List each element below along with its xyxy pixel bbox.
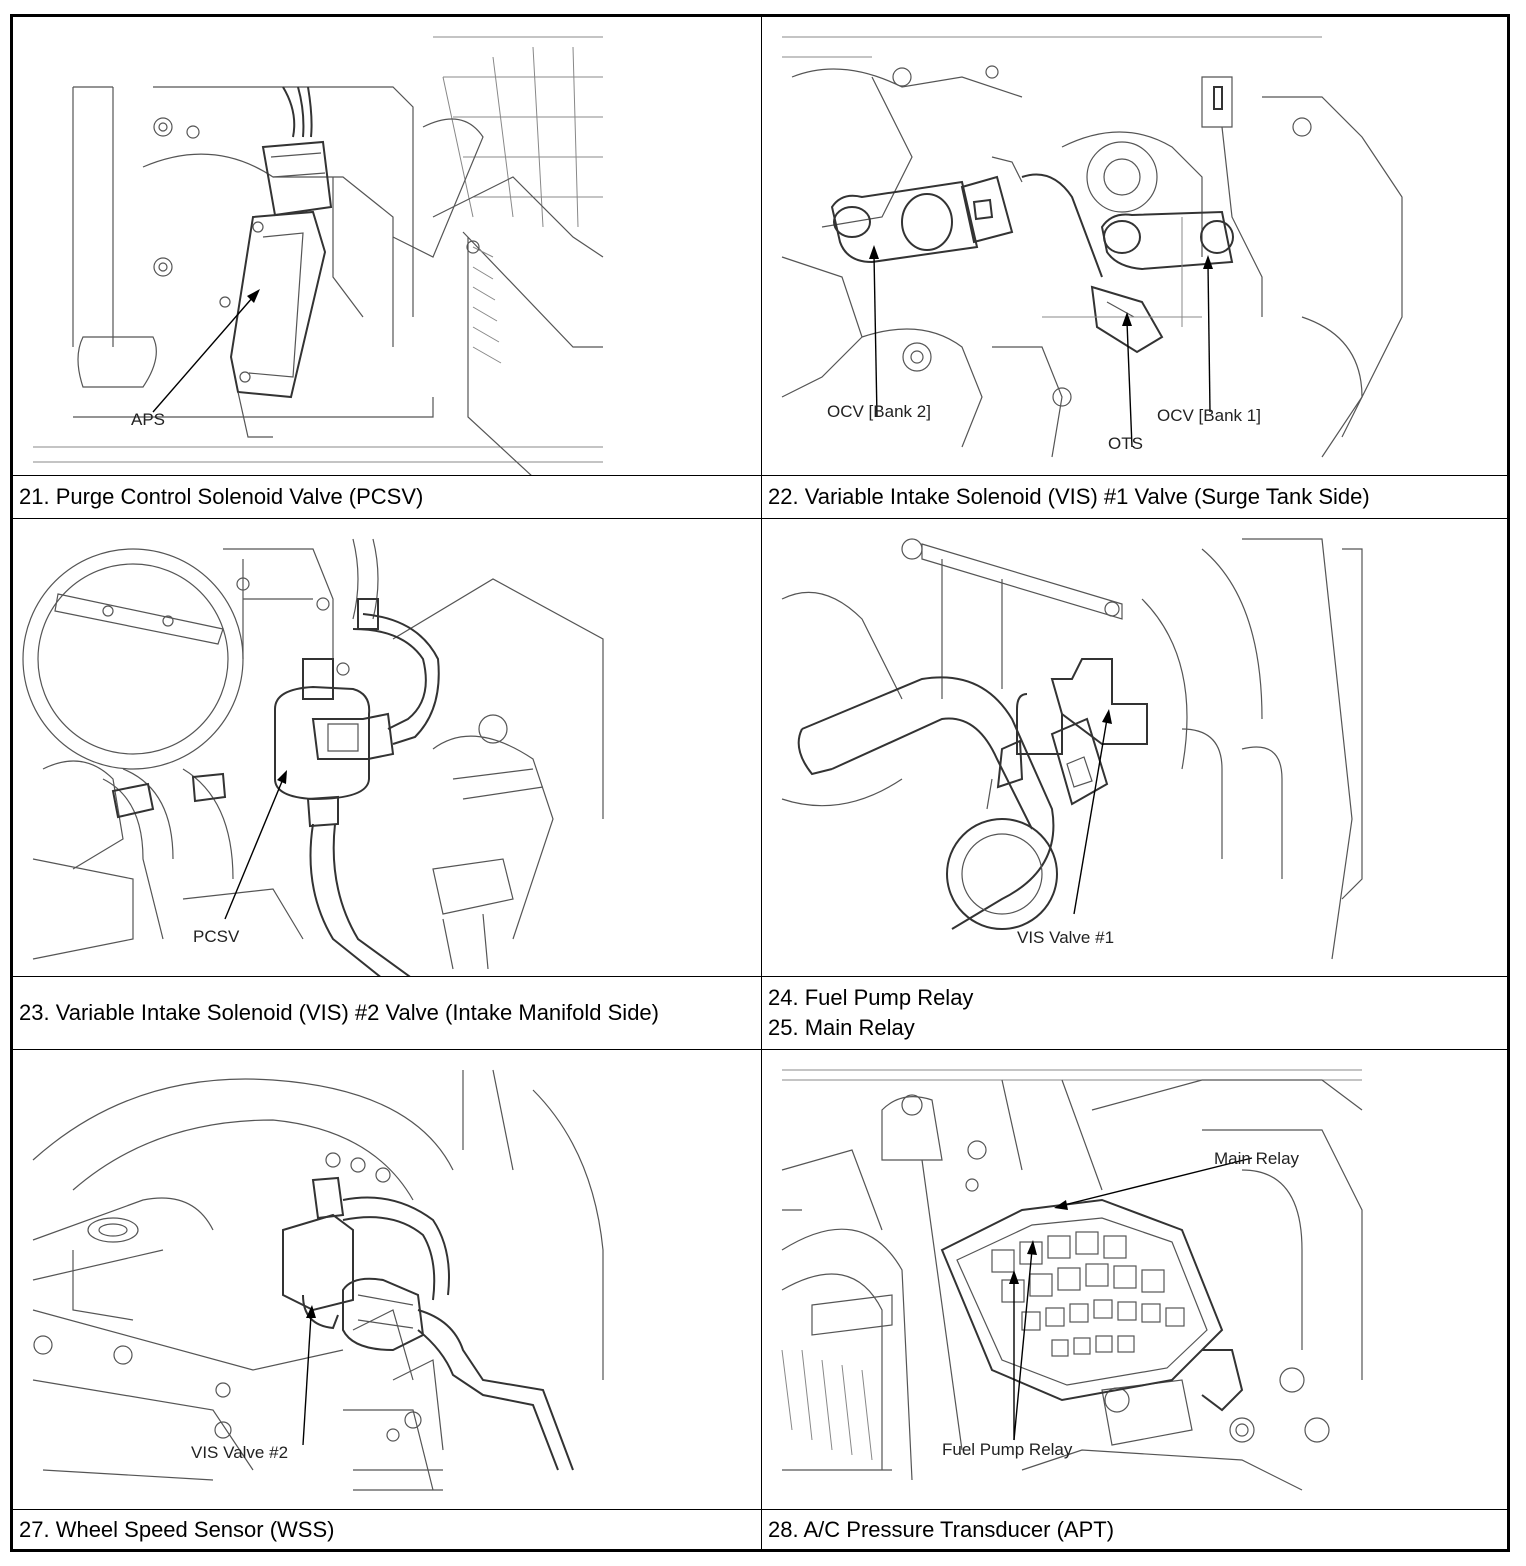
- caption-24: 24. Fuel Pump Relay: [768, 985, 974, 1010]
- row-divider: [13, 976, 1507, 977]
- row-divider: [13, 475, 1507, 476]
- row-divider: [13, 1509, 1507, 1510]
- illustration-aps: APS: [13, 17, 761, 475]
- callout-ots: OTS: [1108, 434, 1143, 453]
- callout-aps: APS: [131, 410, 165, 429]
- callout-vis-valve-2: VIS Valve #2: [191, 1443, 288, 1462]
- caption-22: 22. Variable Intake Solenoid (VIS) #1 Va…: [768, 484, 1370, 509]
- illustration-pcsv: PCSV: [13, 519, 761, 976]
- caption-25: 25. Main Relay: [768, 1015, 915, 1040]
- illustration-vis-valve-2: VIS Valve #2: [13, 1050, 761, 1509]
- caption-23: 23. Variable Intake Solenoid (VIS) #2 Va…: [19, 1000, 659, 1025]
- callout-main-relay: Main Relay: [1214, 1149, 1300, 1168]
- callout-vis-valve-1: VIS Valve #1: [1017, 928, 1114, 947]
- caption-24-25: 24. Fuel Pump Relay 25. Main Relay: [762, 977, 1510, 1049]
- callout-ocv-bank2: OCV [Bank 2]: [827, 402, 931, 421]
- callout-pcsv: PCSV: [193, 927, 240, 946]
- row-divider: [13, 518, 1507, 519]
- column-divider: [761, 17, 762, 1549]
- illustration-relays: Main Relay Fuel Pump Relay: [762, 1050, 1510, 1509]
- illustration-vis-valve-1: VIS Valve #1: [762, 519, 1510, 976]
- callout-ocv-bank1: OCV [Bank 1]: [1157, 406, 1261, 425]
- figure-grid: APS: [10, 14, 1510, 1552]
- callout-fuel-pump-relay: Fuel Pump Relay: [942, 1440, 1073, 1459]
- caption-27: 27. Wheel Speed Sensor (WSS): [19, 1516, 335, 1542]
- caption-21: 21. Purge Control Solenoid Valve (PCSV): [19, 484, 424, 509]
- illustration-ocv-ots: OCV [Bank 2] OTS OCV [Bank 1]: [762, 17, 1510, 475]
- caption-28: 28. A/C Pressure Transducer (APT): [768, 1516, 1115, 1542]
- row-divider: [13, 1049, 1507, 1050]
